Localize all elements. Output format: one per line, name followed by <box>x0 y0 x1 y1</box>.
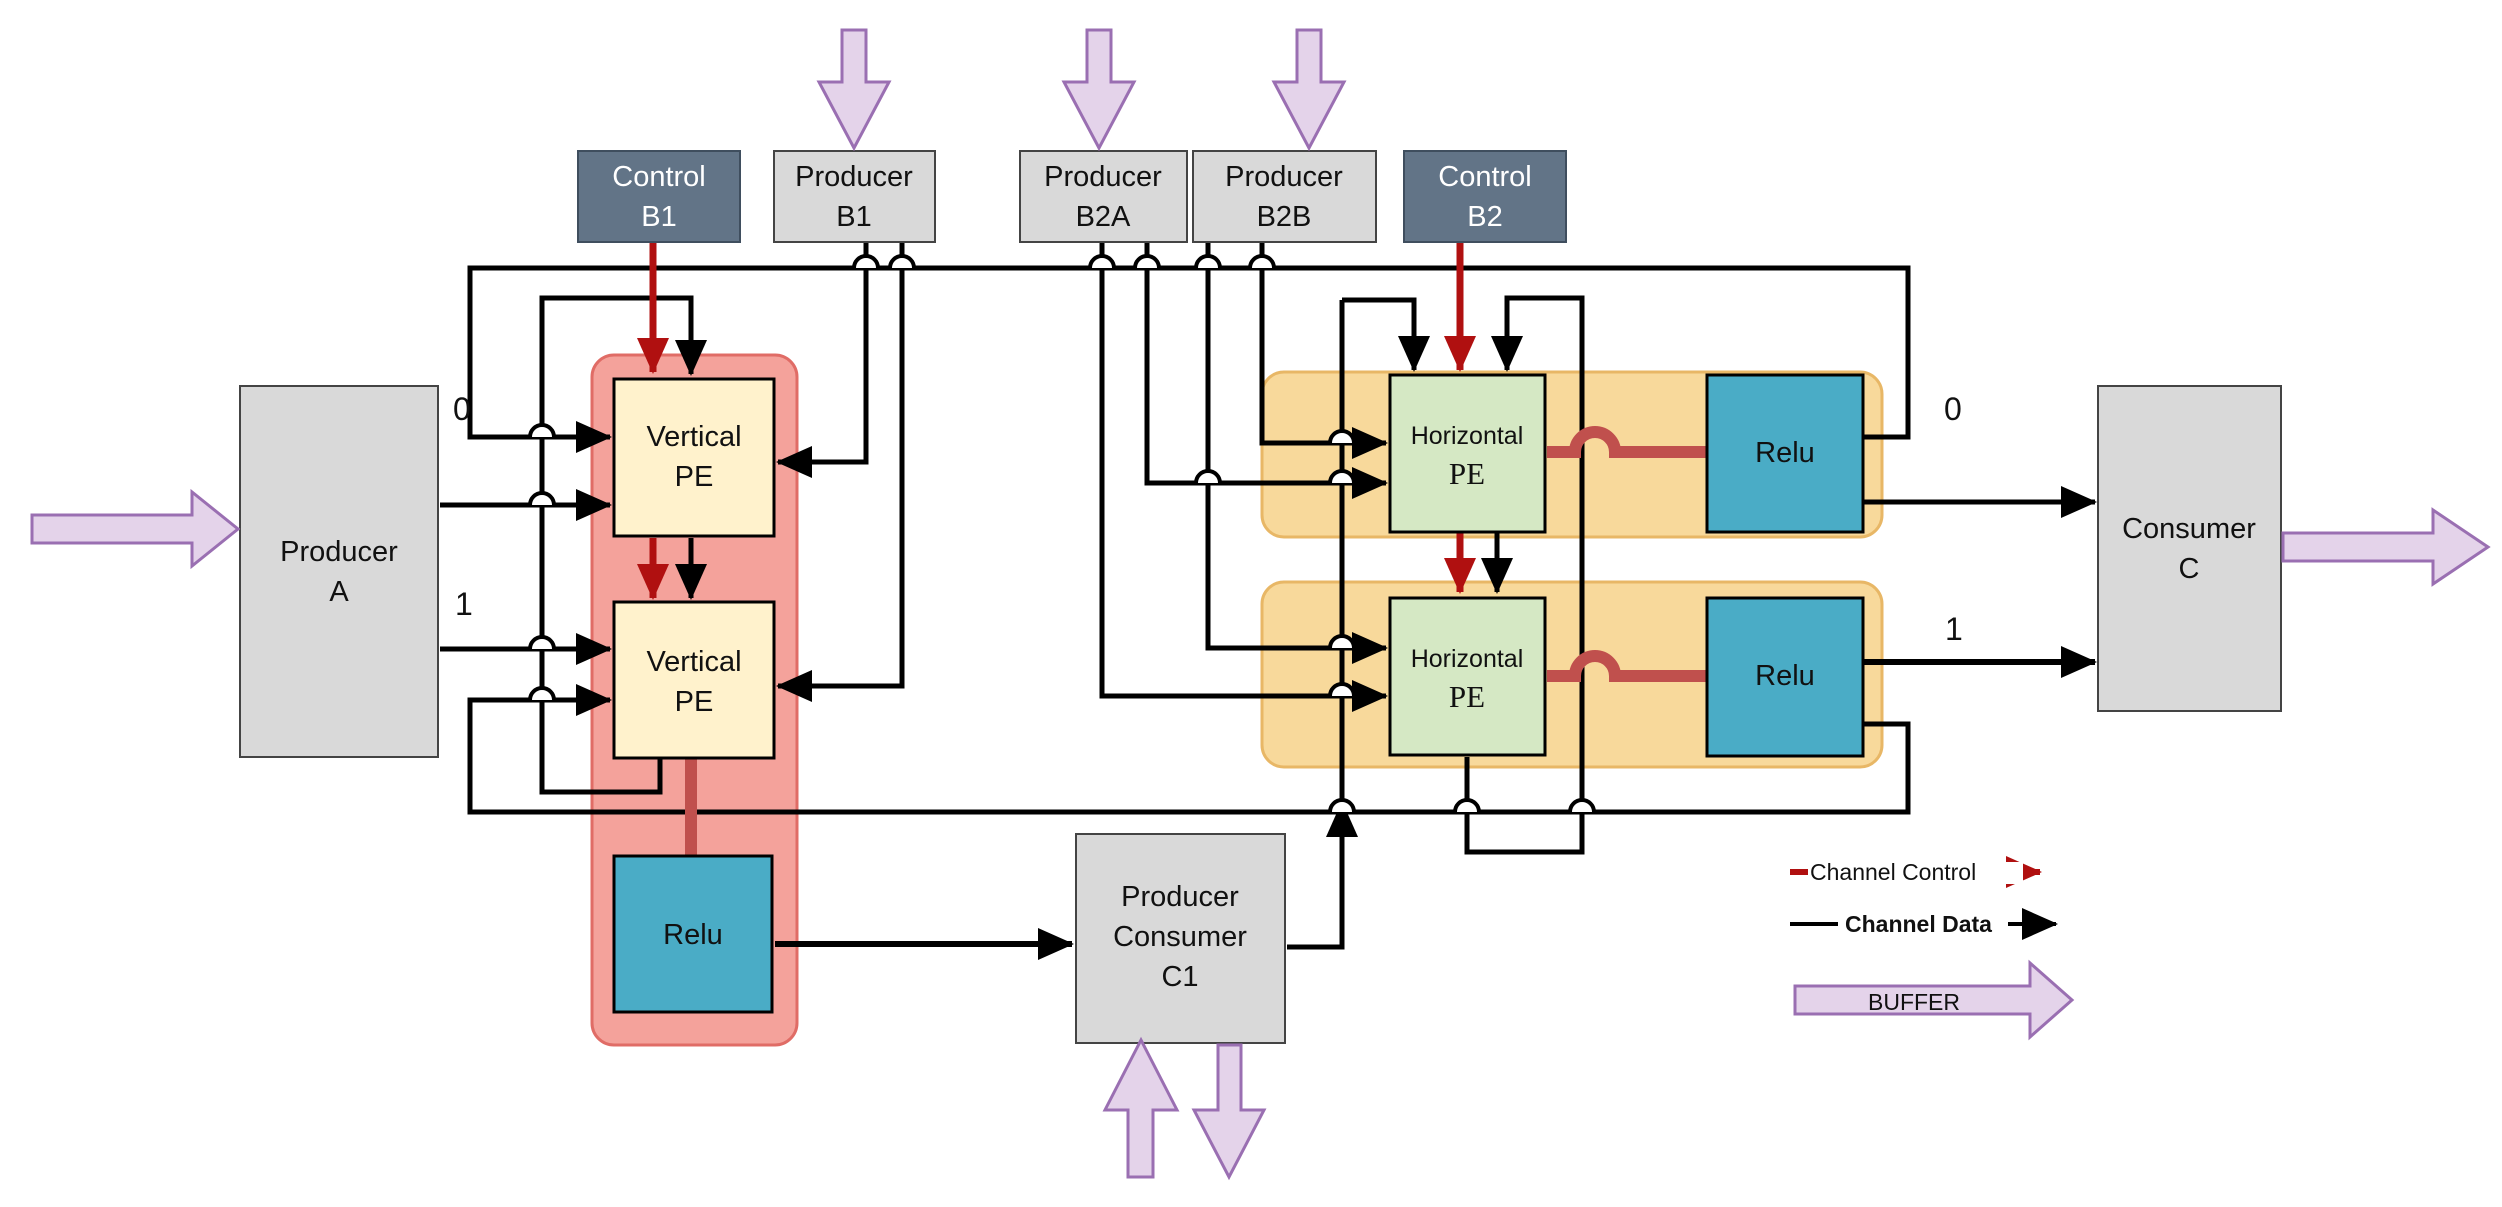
producer-b2a-label-line2: B2A <box>1076 201 1131 233</box>
buffer-arrow-into-a <box>30 488 241 570</box>
wire-b2a-to-hpe-bottom <box>1099 243 1388 712</box>
buffer-arrow-out-of-c <box>2281 507 2491 587</box>
control-b1-label-line2: B1 <box>641 201 676 233</box>
producer-b2b-label-line1: Producer <box>1225 161 1343 193</box>
control-b1-label-line1: Control <box>612 161 706 193</box>
buffer-arrow-into-b2a <box>1061 28 1137 152</box>
vpe-bottom-label-line1: Vertical <box>646 646 741 678</box>
wire-hpe-top-right-feed <box>1491 295 1585 812</box>
wire-b1-to-vpe-bottom <box>776 243 905 702</box>
wire-bottom-loop <box>467 684 1911 815</box>
wire-top-loop <box>467 265 1911 453</box>
legend-buffer: BUFFER <box>1868 989 1960 1015</box>
hpe-bottom-label-line2: PE <box>1449 679 1485 714</box>
buffer-arrow-into-c1 <box>1102 1036 1180 1179</box>
vpe-bottom-label-line2: PE <box>675 686 714 718</box>
control-b2-label-line2: B2 <box>1467 201 1502 233</box>
c1-label-line2: Consumer <box>1113 921 1247 953</box>
producer-b1-label-line2: B1 <box>836 201 871 233</box>
relu-right-bottom: Relu <box>1705 596 1865 758</box>
legend-buffer-arrow <box>1793 959 2075 1041</box>
control-b2-block: Control B2 <box>1403 150 1567 243</box>
vpe-top-label-line1: Vertical <box>646 421 741 453</box>
producer-a-label-line2: A <box>329 576 349 608</box>
wire-b2a-to-hpe-top <box>1144 243 1388 499</box>
wire-hpe-bottom-loop <box>1464 757 1585 855</box>
producer-a-label-line1: Producer <box>280 536 398 568</box>
producer-consumer-c1-block: Producer Consumer C1 <box>1075 833 1286 1044</box>
legend-channel-control: Channel Control <box>1810 859 1976 885</box>
relu-left: Relu <box>612 854 774 1014</box>
hpe-top-label-line2: PE <box>1449 456 1485 491</box>
control-b2-label-line1: Control <box>1438 161 1532 193</box>
buffer-arrow-into-b2b <box>1271 28 1347 152</box>
control-b1-block: Control B1 <box>577 150 741 243</box>
buffer-arrow-out-of-c1 <box>1191 1043 1267 1181</box>
port-label-c-0: 0 <box>1944 391 1962 427</box>
relu-right-top-label: Relu <box>1755 437 1815 469</box>
bus-hpe-top-to-relu <box>1547 426 1707 458</box>
consumer-c-label-line2: C <box>2179 553 2200 585</box>
wire-inner-left-loop <box>539 295 707 795</box>
wire-hpe-top-left-feed <box>1342 297 1430 372</box>
producer-b1-block: Producer B1 <box>773 150 936 243</box>
producer-b2b-label-line2: B2B <box>1257 201 1312 233</box>
port-label-a-0: 0 <box>453 391 471 427</box>
horizontal-pe-top: Horizontal PE <box>1388 373 1547 534</box>
wire-c1-to-hpe <box>1287 801 1358 950</box>
consumer-c-label-line1: Consumer <box>2122 513 2256 545</box>
c1-label-line3: C1 <box>1161 961 1198 993</box>
producer-a-block: Producer A <box>239 385 439 758</box>
relu-left-label: Relu <box>663 919 723 951</box>
consumer-c-block: Consumer C <box>2097 385 2282 712</box>
relu-right-top: Relu <box>1705 373 1865 534</box>
hpe-bottom-label-line1: Horizontal <box>1411 645 1524 673</box>
port-label-a-1: 1 <box>455 586 473 622</box>
wire-b2b-to-hpe-bottom <box>1205 243 1388 664</box>
vertical-pe-top: Vertical PE <box>612 377 776 538</box>
producer-b2a-block: Producer B2A <box>1019 150 1188 243</box>
port-label-c-1: 1 <box>1945 611 1963 647</box>
buffer-arrow-into-b1 <box>816 28 892 152</box>
legend-channel-data: Channel Data <box>1845 911 1992 937</box>
producer-b2b-block: Producer B2B <box>1192 150 1377 243</box>
relu-right-bottom-label: Relu <box>1755 660 1815 692</box>
bus-hpe-bottom-to-relu <box>1547 650 1707 682</box>
legend: Channel Control Channel Data BUFFER <box>1780 856 2075 1041</box>
producer-b1-label-line1: Producer <box>795 161 913 193</box>
vertical-pe-bottom: Vertical PE <box>612 600 776 760</box>
wire-crossings <box>528 254 1596 813</box>
producer-b2a-label-line1: Producer <box>1044 161 1162 193</box>
c1-label-line1: Producer <box>1121 881 1239 913</box>
horizontal-pe-bottom: Horizontal PE <box>1388 596 1547 757</box>
vpe-top-label-line2: PE <box>675 461 714 493</box>
hpe-top-label-line1: Horizontal <box>1411 422 1524 450</box>
wire-b1-to-vpe-top <box>776 243 869 478</box>
